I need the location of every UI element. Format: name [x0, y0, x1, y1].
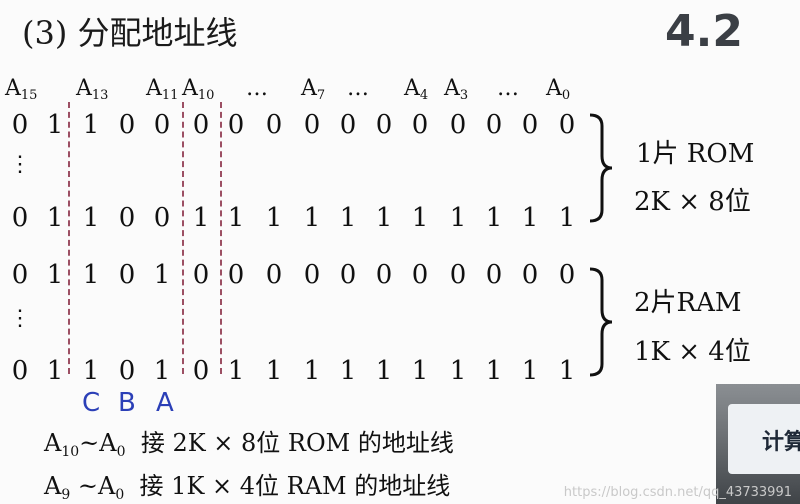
address-bit: 1	[449, 356, 467, 386]
address-bit: 0	[192, 356, 210, 386]
address-bit: 1	[485, 203, 503, 233]
address-bit: 0	[118, 260, 136, 290]
address-bit: 1	[558, 356, 576, 386]
address-bit: 0	[375, 260, 393, 290]
slide-title: (3) 分配地址线	[22, 14, 238, 52]
ram-bracket	[589, 267, 613, 377]
address-bit: 1	[411, 203, 429, 233]
address-bit: 0	[375, 110, 393, 140]
video-overlay-screen	[728, 404, 800, 474]
address-bit: 0	[192, 110, 210, 140]
address-bit: 1	[265, 356, 283, 386]
address-bit: 0	[339, 260, 357, 290]
address-bit: 0	[265, 110, 283, 140]
address-bit: 0	[118, 356, 136, 386]
address-bit: 0	[11, 356, 29, 386]
addr-label-ellipsis-1: …	[246, 76, 269, 101]
video-overlay-thumbnail: 计算	[716, 384, 800, 504]
ram-chip-spec: 1K × 4位	[634, 337, 751, 367]
dashed-boundary-left	[68, 102, 70, 374]
watermark-text: https://blog.csdn.net/qq_43733991	[563, 485, 792, 500]
address-bit: 0	[485, 110, 503, 140]
address-bit: 1	[375, 356, 393, 386]
ram-range-ellipsis: ⋮	[9, 306, 31, 331]
section-number: 4.2	[665, 6, 743, 57]
address-bit: 0	[11, 260, 29, 290]
address-bit: 1	[558, 203, 576, 233]
address-bit: 0	[449, 260, 467, 290]
address-bit: 1	[375, 203, 393, 233]
address-bit: 1	[485, 356, 503, 386]
addr-label-a13: A13	[76, 76, 109, 103]
select-line-c: C	[82, 388, 101, 418]
address-bit: 0	[485, 260, 503, 290]
dashed-boundary-right	[220, 102, 222, 374]
address-bit: 1	[339, 203, 357, 233]
address-bit: 1	[265, 203, 283, 233]
addr-label-a15: A15	[5, 76, 38, 103]
addr-label-a3: A3	[444, 76, 469, 103]
address-bit: 1	[82, 356, 100, 386]
address-bit: 1	[449, 203, 467, 233]
dashed-boundary-middle	[182, 102, 184, 374]
address-bit: 1	[227, 203, 245, 233]
address-bit: 1	[46, 110, 64, 140]
address-bit: 0	[265, 260, 283, 290]
address-bit: 0	[192, 260, 210, 290]
rom-chip-count: 1片 ROM	[636, 139, 755, 169]
address-bit: 0	[227, 110, 245, 140]
address-bit: 1	[192, 203, 210, 233]
address-bit: 0	[521, 110, 539, 140]
address-bit: 0	[153, 203, 171, 233]
address-bit: 0	[118, 203, 136, 233]
address-bit: 0	[303, 110, 321, 140]
addr-label-a10: A10	[182, 76, 215, 103]
address-bit: 1	[227, 356, 245, 386]
address-bit: 0	[558, 260, 576, 290]
address-bit: 1	[82, 110, 100, 140]
addr-label-a7: A7	[301, 76, 326, 103]
address-bit: 0	[558, 110, 576, 140]
addr-label-ellipsis-3: …	[497, 76, 520, 101]
address-bit: 1	[82, 260, 100, 290]
address-bit: 0	[339, 110, 357, 140]
note-rom-address: A10~A0 接 2K × 8位 ROM 的地址线	[44, 429, 454, 460]
address-bit: 0	[449, 110, 467, 140]
address-bit: 1	[521, 356, 539, 386]
addr-label-a0: A0	[546, 76, 571, 103]
address-bit: 1	[339, 356, 357, 386]
video-overlay-text: 计算	[762, 430, 800, 455]
addr-label-ellipsis-2: …	[347, 76, 370, 101]
address-bit: 1	[303, 203, 321, 233]
address-bit: 0	[11, 110, 29, 140]
address-bit: 1	[411, 356, 429, 386]
addr-label-a11: A11	[146, 76, 179, 103]
select-line-b: B	[118, 388, 136, 418]
address-bit: 1	[521, 203, 539, 233]
rom-range-ellipsis: ⋮	[9, 152, 31, 177]
address-bit: 0	[521, 260, 539, 290]
address-bit: 1	[303, 356, 321, 386]
address-bit: 0	[303, 260, 321, 290]
addr-label-a4: A4	[404, 76, 429, 103]
select-line-a: A	[156, 388, 174, 418]
address-bit: 1	[46, 203, 64, 233]
address-bit: 1	[153, 260, 171, 290]
rom-chip-spec: 2K × 8位	[634, 187, 751, 217]
address-bit: 0	[153, 110, 171, 140]
rom-bracket	[589, 113, 613, 223]
address-bit: 0	[411, 110, 429, 140]
note-ram-address: A9 ~A0 接 1K × 4位 RAM 的地址线	[44, 472, 451, 503]
address-bit: 0	[11, 203, 29, 233]
address-bit: 1	[153, 356, 171, 386]
ram-chip-count: 2片RAM	[634, 288, 742, 318]
address-bit: 0	[411, 260, 429, 290]
address-bit: 1	[82, 203, 100, 233]
address-bit: 1	[46, 260, 64, 290]
address-bit: 1	[46, 356, 64, 386]
address-bit: 0	[227, 260, 245, 290]
address-bit: 0	[118, 110, 136, 140]
